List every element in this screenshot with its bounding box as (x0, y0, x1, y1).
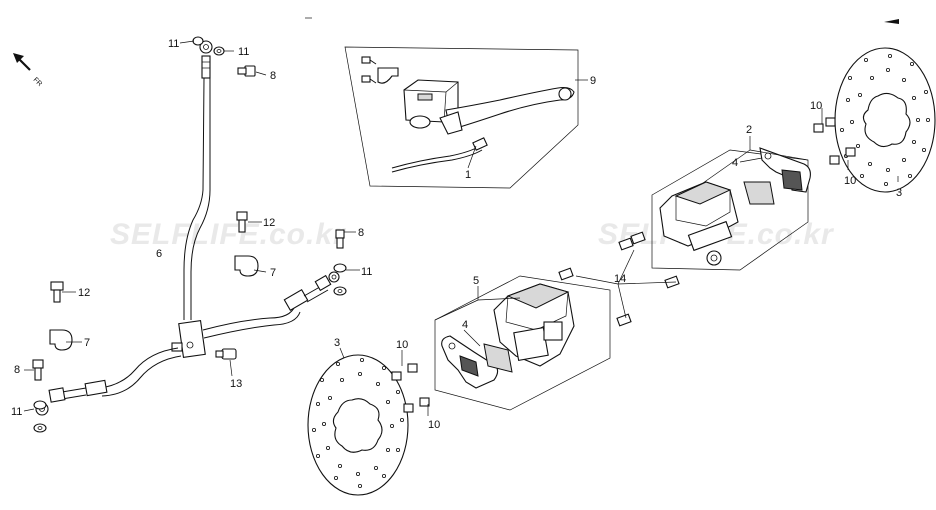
hose-clamp-left (49, 329, 73, 351)
callout-11-left: 11 (11, 406, 22, 418)
front-caliper-assembly (434, 267, 632, 411)
callout-14: 14 (614, 273, 626, 285)
callout-6: 6 (156, 248, 162, 260)
callout-10-left-top: 10 (396, 339, 408, 351)
callout-10-right-bottom: 10 (844, 175, 856, 187)
callout-10-right-top: 10 (810, 100, 822, 112)
disc-bolts-left (391, 363, 430, 413)
banjo-washers-top (192, 36, 225, 56)
junction-bolt (215, 348, 237, 360)
callout-9: 9 (590, 75, 596, 87)
callout-12-left: 12 (78, 287, 90, 299)
callout-7-left: 7 (84, 337, 90, 349)
brake-disc-right (834, 47, 936, 193)
callout-1: 1 (465, 169, 471, 181)
callout-8-mid: 8 (358, 227, 364, 239)
banjo-bolt-mid (335, 229, 345, 249)
disc-bolts-right (813, 117, 856, 165)
front-direction-label: FR (32, 76, 44, 88)
callout-11-mid: 11 (361, 266, 372, 278)
callout-8-top: 8 (270, 70, 276, 82)
callout-4-right: 4 (732, 157, 738, 169)
hose-clamp-mid (234, 255, 259, 277)
banjo-washers-mid (333, 263, 347, 296)
callout-3-right: 3 (896, 187, 902, 199)
brake-disc-left (307, 354, 409, 496)
callout-5: 5 (473, 275, 479, 287)
banjo-washers-left (33, 400, 47, 433)
callout-7-mid: 7 (270, 267, 276, 279)
banjo-bolt-left (32, 359, 44, 381)
mounting-bolt-mid (236, 211, 248, 233)
rear-caliper-assembly (618, 147, 811, 289)
callout-10-left-bottom: 10 (428, 419, 440, 431)
banjo-bolt-top (237, 65, 256, 77)
callout-11-top-left: 11 (168, 38, 179, 50)
callout-8-left: 8 (14, 364, 20, 376)
mounting-bolt-left (50, 281, 64, 303)
callout-labels: 11 11 8 9 1 2 4 10 10 3 12 8 7 11 6 12 7… (11, 38, 902, 431)
master-cylinder-assembly (344, 46, 579, 189)
callout-4-left: 4 (462, 319, 468, 331)
callout-13: 13 (230, 378, 242, 390)
callout-2: 2 (746, 124, 752, 136)
leader-lines (23, 40, 899, 416)
callout-12-mid: 12 (263, 217, 275, 229)
front-direction-arrow-icon (13, 53, 31, 71)
top-right-edge-mark (884, 19, 899, 24)
callout-11-top-right: 11 (238, 46, 249, 58)
callout-3-left: 3 (334, 337, 340, 349)
watermark-left: SELFLIFE.co.kr (110, 218, 347, 251)
